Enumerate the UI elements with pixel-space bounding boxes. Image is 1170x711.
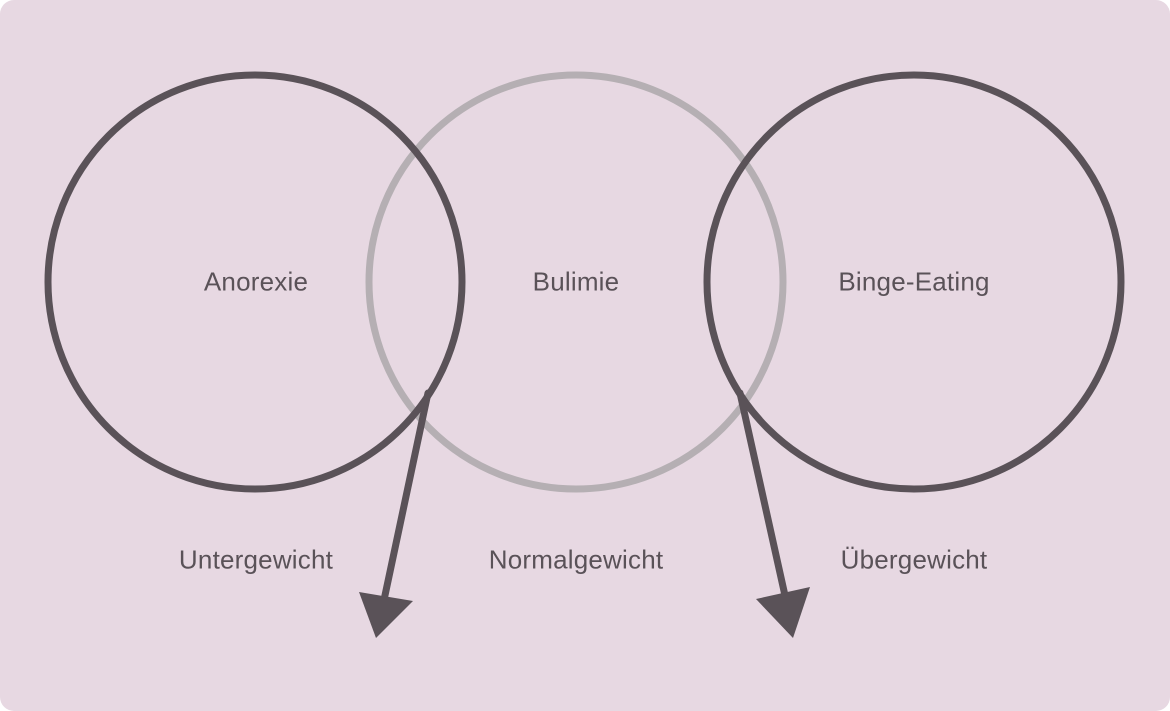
label-untergewicht: Untergewicht	[178, 544, 334, 575]
circle-binge-eating	[703, 71, 1125, 493]
label-normalgewicht: Normalgewicht	[488, 544, 664, 575]
arrow-to-untergewicht	[359, 389, 432, 638]
circle-anorexie	[44, 71, 466, 493]
label-anorexie: Anorexie	[203, 266, 309, 297]
circle-bulimie	[365, 71, 787, 493]
label-bulimie: Bulimie	[532, 266, 620, 297]
arrow-to-uebergewicht	[736, 389, 810, 638]
label-binge-eating: Binge-Eating	[838, 266, 990, 297]
label-uebergewicht: Übergewicht	[840, 544, 988, 575]
